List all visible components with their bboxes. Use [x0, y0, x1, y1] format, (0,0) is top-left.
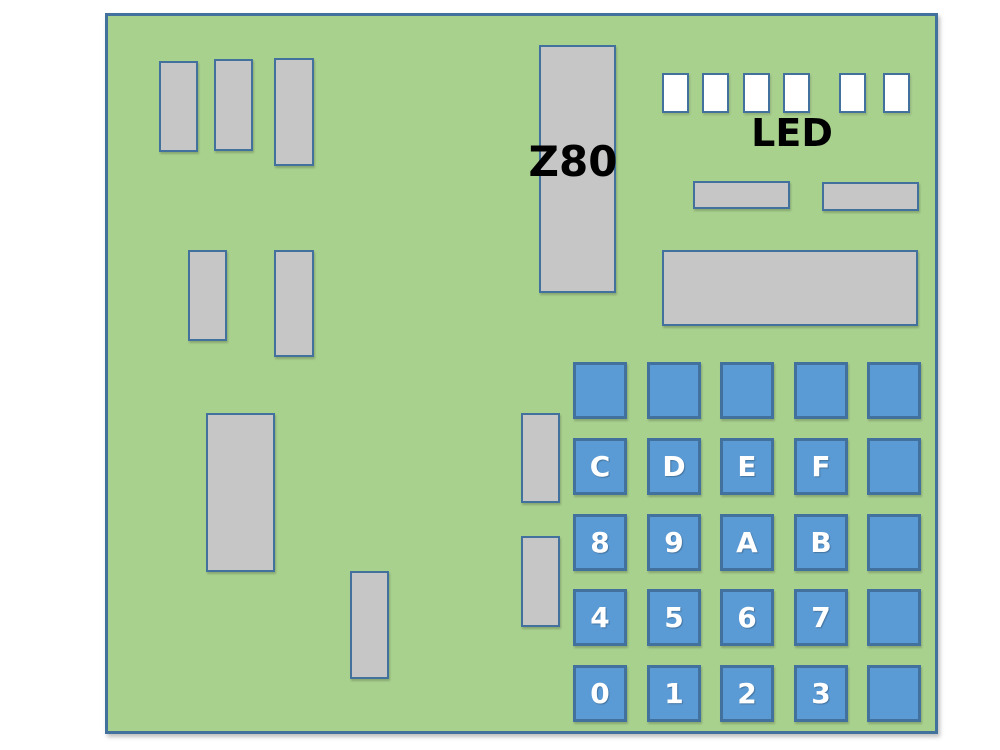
key-2[interactable]: 2 [720, 665, 774, 722]
key-F[interactable]: F [794, 438, 848, 495]
key-1[interactable]: 1 [647, 665, 701, 722]
ic-chip-wide-2 [822, 182, 919, 211]
key-7[interactable]: 7 [794, 589, 848, 646]
led-label: LED [751, 111, 833, 155]
led-square-1 [662, 73, 689, 113]
key-D[interactable]: D [647, 438, 701, 495]
ic-chip-top-3 [274, 58, 314, 166]
key-A[interactable]: A [720, 514, 774, 571]
z80-label: Z80 [528, 137, 618, 186]
key-9[interactable]: 9 [647, 514, 701, 571]
ic-chip-mid-2 [274, 250, 314, 357]
key-6[interactable]: 6 [720, 589, 774, 646]
z80-cpu-chip [539, 45, 616, 293]
ic-chip-top-2 [214, 59, 253, 151]
ic-chip-keypad-left-2 [521, 536, 560, 627]
key-0[interactable]: 0 [573, 665, 627, 722]
ic-chip-large [206, 413, 275, 572]
ic-chip-mid-1 [188, 250, 227, 341]
led-square-3 [743, 73, 770, 113]
key-5[interactable]: 5 [647, 589, 701, 646]
key-blank-r4c5[interactable] [867, 589, 921, 646]
key-E[interactable]: E [720, 438, 774, 495]
key-blank-r1c2[interactable] [647, 362, 701, 419]
key-blank-r1c3[interactable] [720, 362, 774, 419]
key-8[interactable]: 8 [573, 514, 627, 571]
key-blank-r2c5[interactable] [867, 438, 921, 495]
led-square-4 [783, 73, 810, 113]
key-blank-r1c5[interactable] [867, 362, 921, 419]
key-blank-r3c5[interactable] [867, 514, 921, 571]
key-blank-r1c1[interactable] [573, 362, 627, 419]
led-square-5 [839, 73, 866, 113]
ic-chip-display [662, 250, 918, 326]
key-4[interactable]: 4 [573, 589, 627, 646]
key-blank-r5c5[interactable] [867, 665, 921, 722]
key-blank-r1c4[interactable] [794, 362, 848, 419]
led-square-2 [702, 73, 729, 113]
led-square-6 [883, 73, 910, 113]
ic-chip-wide-1 [693, 181, 790, 209]
ic-chip-top-1 [159, 61, 198, 152]
key-B[interactable]: B [794, 514, 848, 571]
ic-chip-bottom [350, 571, 389, 679]
key-3[interactable]: 3 [794, 665, 848, 722]
key-C[interactable]: C [573, 438, 627, 495]
ic-chip-keypad-left-1 [521, 413, 560, 503]
